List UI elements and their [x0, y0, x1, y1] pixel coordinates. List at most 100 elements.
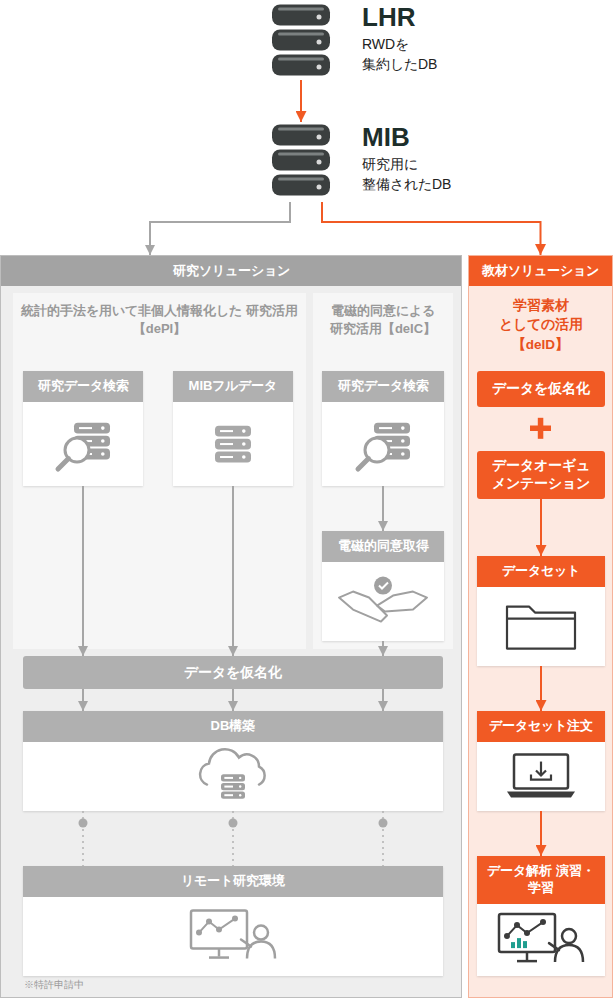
method-column: 統計的手法を用いて非個人情報化した 研究活用【dePI】研究データ検索MIBフル… — [13, 293, 306, 649]
icon-shape — [499, 914, 555, 952]
process-box: データセット注文 — [477, 711, 605, 811]
folder-icon — [477, 587, 605, 666]
icon-shape — [215, 426, 251, 437]
icon-shape — [239, 794, 241, 796]
icon-shape — [206, 918, 212, 924]
icon-shape — [239, 777, 241, 779]
box-header: 研究データ検索 — [322, 371, 444, 402]
icon-shape — [241, 939, 251, 946]
icon-shape — [224, 794, 233, 796]
icon-shape — [317, 160, 322, 165]
band-text: データを仮名化 — [488, 380, 594, 398]
icon-area — [477, 904, 605, 976]
icon-shape — [536, 770, 546, 775]
person-icon — [23, 897, 443, 976]
icon-shape — [507, 791, 575, 797]
icon-shape — [278, 128, 324, 131]
icon-shape — [79, 427, 92, 429]
icon-shape — [74, 423, 110, 434]
icon-shape — [272, 150, 330, 171]
database-node: LHRRWDを 集約したDB — [270, 2, 470, 80]
icon-shape — [221, 783, 245, 790]
arrow-connector — [232, 689, 234, 711]
icon-shape — [232, 915, 238, 921]
column-heading: 電磁的同意による 研究活用【deIC】 — [313, 293, 453, 338]
icon-shape — [401, 452, 405, 456]
process-box: データセット — [477, 556, 605, 666]
process-box: 電磁的同意取得 — [322, 531, 444, 641]
person2-icon — [477, 904, 605, 976]
process-box: DB構築 — [23, 711, 443, 811]
box-header: DB構築 — [23, 711, 443, 742]
box-header: データセット — [477, 556, 605, 587]
plus-symbol — [530, 418, 551, 439]
icon-shape — [555, 945, 583, 962]
arrow-connector — [232, 486, 234, 656]
arrow-connector — [82, 486, 84, 656]
icon-shape — [374, 576, 392, 594]
icon-shape — [247, 941, 275, 958]
icon-shape — [514, 754, 568, 788]
icon-shape — [526, 952, 529, 960]
icon-shape — [531, 774, 551, 779]
solution-panel: 教材ソリューション学習素材 としての活用【deID】データを仮名化データオーギュ… — [468, 255, 613, 998]
solution-panel: 研究ソリューション統計的手法を用いて非個人情報化した 研究活用【dePI】研究デ… — [0, 255, 462, 998]
icon-shape — [221, 774, 245, 781]
icon-shape — [379, 427, 392, 429]
icon-area — [173, 402, 293, 486]
arrow-connector — [540, 499, 542, 556]
footnote: ※特許申請中 — [24, 978, 84, 992]
arrow-connector — [150, 202, 290, 255]
connector-dot — [79, 819, 88, 828]
icon-shape — [278, 33, 324, 36]
db-description: RWDを 集約したDB — [362, 35, 450, 74]
box-header: MIBフルデータ — [173, 371, 293, 402]
process-box: 研究データ検索 — [23, 371, 143, 486]
icon-shape — [377, 591, 427, 611]
icon-shape — [524, 930, 530, 936]
db-name: LHR — [362, 2, 470, 32]
db-name: MIB — [362, 122, 480, 152]
box-header: 研究データ検索 — [23, 371, 143, 402]
icon-area — [477, 742, 605, 811]
arrow-connector — [540, 811, 542, 856]
icon-shape — [239, 785, 241, 787]
icon-shape — [401, 426, 405, 430]
process-band: データを仮名化 — [23, 656, 443, 689]
icon-shape — [317, 135, 322, 140]
text-group: MIB研究用に 整備されたDB — [362, 122, 480, 194]
hand-icon — [322, 562, 444, 641]
icon-shape — [317, 40, 322, 45]
icon-shape — [215, 452, 251, 463]
icon-shape — [224, 785, 233, 787]
connector-dot — [229, 819, 238, 828]
icon-area — [477, 587, 605, 666]
icon-shape — [101, 426, 105, 430]
icon-shape — [272, 30, 330, 51]
icon-shape — [221, 791, 245, 798]
icon-shape — [272, 125, 330, 146]
icon-shape — [511, 942, 515, 948]
icon-area — [23, 402, 143, 486]
icon-shape — [507, 617, 575, 619]
db-description: 研究用に 整備されたDB — [362, 155, 464, 194]
process-box: データ解析 演習・学習 — [477, 856, 605, 976]
arrow-connector — [382, 689, 384, 711]
icon-shape — [242, 455, 246, 459]
icon-shape — [272, 55, 330, 76]
icon-shape — [507, 922, 543, 936]
box-header: データ解析 演習・学習 — [477, 856, 605, 904]
icon-shape — [272, 175, 330, 196]
icon-shape — [278, 178, 324, 181]
icon-shape — [254, 925, 268, 939]
icon-shape — [218, 948, 221, 956]
arrow-connector — [382, 641, 384, 656]
icon-shape — [101, 439, 105, 443]
box-header: 電磁的同意取得 — [322, 531, 444, 562]
icon-shape — [374, 423, 410, 434]
arrow-connector — [300, 80, 302, 122]
arrow-connector — [322, 202, 541, 255]
icon-shape — [220, 456, 233, 458]
